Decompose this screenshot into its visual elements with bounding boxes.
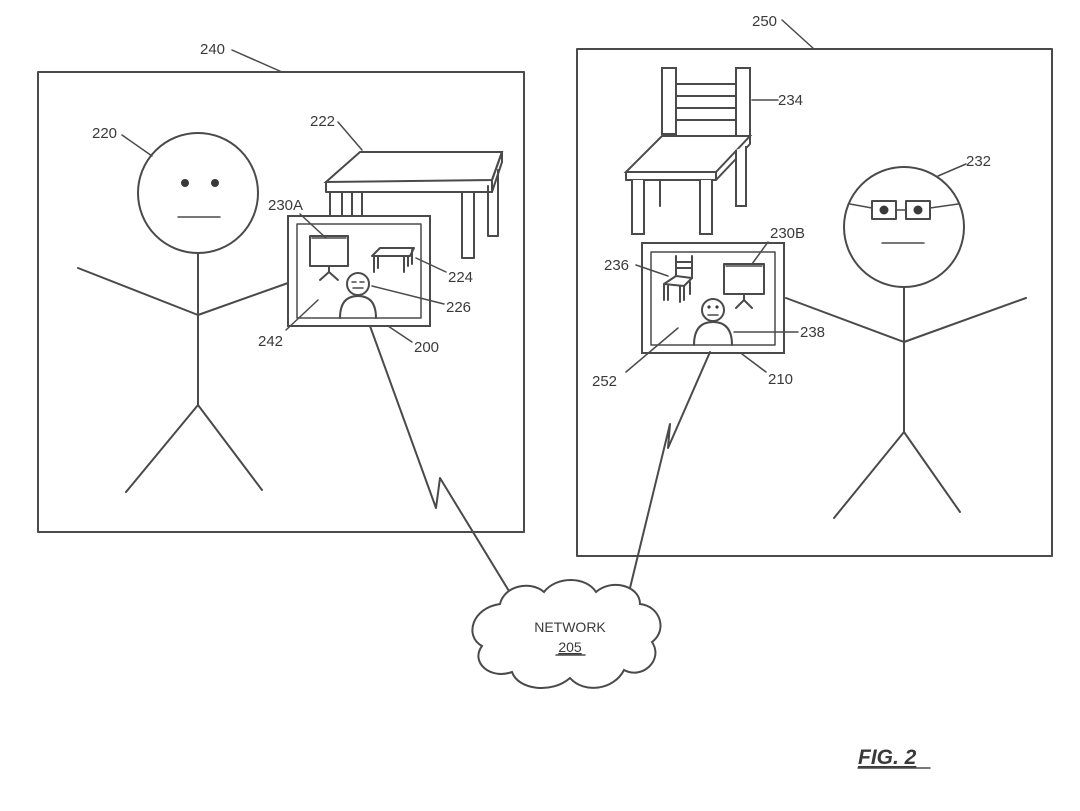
device-frame (287, 215, 431, 327)
network-ref: 205 (558, 639, 582, 655)
device-screen (296, 223, 422, 319)
figure-label: FIG. 2 (858, 746, 917, 769)
leader-200 (387, 325, 413, 343)
person-232: 232 (785, 153, 1027, 519)
remote-user-icon (339, 272, 377, 319)
leader-236 (635, 264, 669, 277)
table-leg (487, 169, 499, 237)
eye-left (879, 205, 889, 215)
leader-230b (751, 241, 769, 265)
leader-252 (625, 327, 679, 373)
table-top (323, 151, 504, 184)
room-240: 240 (37, 41, 525, 533)
leader-220 (121, 134, 153, 157)
eye-right (211, 179, 219, 187)
network-label: NETWORK (534, 619, 606, 635)
ref-232: 232 (966, 153, 991, 170)
ref-234: 234 (778, 92, 803, 109)
device-200: 230A 224 226 242 200 (258, 197, 473, 356)
leader-240 (231, 49, 283, 73)
leader-250 (781, 19, 815, 50)
ref-230a: 230A (268, 197, 303, 214)
leader-230a (299, 213, 327, 239)
wireless-link-right (629, 351, 711, 589)
arms (77, 267, 289, 316)
projection-screen-icon (309, 235, 349, 281)
leader-210 (741, 353, 767, 373)
ref-230b: 230B (770, 225, 805, 242)
chair-seat (623, 135, 753, 173)
legs (833, 431, 961, 519)
remote-user-icon (693, 298, 733, 346)
arms (785, 297, 1027, 343)
ref-238: 238 (800, 324, 825, 341)
leader-222 (337, 121, 363, 151)
ref-252: 252 (592, 373, 617, 390)
device-210: 236 230B 238 252 210 (592, 225, 825, 390)
ref-222: 222 (310, 113, 335, 130)
ref-226: 226 (446, 299, 471, 316)
ref-210: 210 (768, 371, 793, 388)
eye-left (181, 179, 189, 187)
leader-242 (285, 299, 319, 331)
mini-table-icon (371, 247, 415, 273)
chair-234: 234 (623, 67, 803, 235)
table-leg (461, 191, 475, 259)
ref-240: 240 (200, 41, 225, 58)
leader-226 (371, 285, 445, 305)
wireless-link-left (369, 325, 513, 597)
mini-chair-icon (663, 255, 693, 303)
device-screen (650, 251, 776, 346)
legs (125, 404, 263, 493)
ref-200: 200 (414, 339, 439, 356)
leader-232 (937, 163, 967, 177)
ref-224: 224 (448, 269, 473, 286)
room-250: 250 (576, 13, 1053, 557)
head (137, 132, 259, 254)
person-220: 220 (77, 125, 289, 493)
ref-236: 236 (604, 257, 629, 274)
ref-242: 242 (258, 333, 283, 350)
head (843, 166, 965, 288)
projection-screen-icon (723, 263, 765, 309)
leader-224 (415, 257, 447, 273)
eye-right (913, 205, 923, 215)
network-205: NETWORK 205 (369, 325, 711, 690)
cloud-shape (471, 579, 662, 690)
ref-250: 250 (752, 13, 777, 30)
ref-220: 220 (92, 125, 117, 142)
